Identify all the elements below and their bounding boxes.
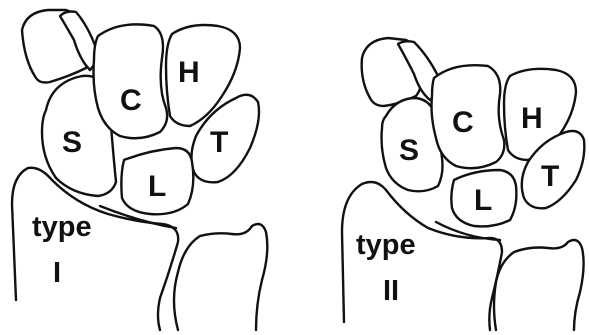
hamate-label: H — [178, 56, 200, 89]
ulna-bone — [174, 224, 267, 330]
scaphoid-label: S — [399, 134, 419, 167]
hamate-label: H — [521, 102, 543, 135]
type-numeral-label: II — [383, 275, 399, 307]
capitate-bone — [94, 24, 168, 138]
triquetrum-label: T — [210, 126, 228, 159]
panel-type-2: S C H T L type II — [342, 38, 584, 330]
type-word-label: type — [356, 229, 416, 261]
scaphoid-label: S — [62, 126, 82, 159]
ulna-bone — [494, 240, 584, 330]
triquetrum-label: T — [541, 160, 559, 193]
capitate-label: C — [120, 84, 142, 117]
lunate-label: L — [474, 184, 492, 217]
type-word-label: type — [32, 211, 92, 243]
type-numeral-label: I — [53, 257, 61, 289]
capitate-label: C — [452, 106, 474, 139]
panel-type-1: S C H T L type I — [12, 10, 267, 330]
lunate-label: L — [148, 170, 166, 203]
